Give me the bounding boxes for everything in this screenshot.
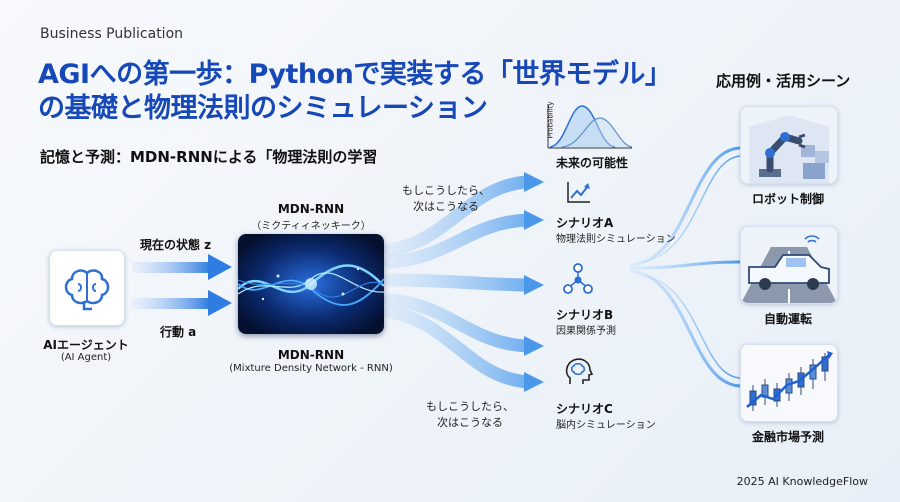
head-brain-icon — [565, 358, 594, 384]
car-icon — [741, 227, 837, 303]
future-label: 未来の可能性 — [556, 156, 629, 170]
page-title: AGIへの第一歩：Pythonで実装する「世界モデル」 の基礎と物理法則のシミュ… — [38, 58, 672, 126]
scenario-b-name: シナリオB — [556, 308, 614, 322]
state-label: 現在の状態 z — [140, 238, 212, 252]
model-bottom-name: MDN-RNN — [277, 348, 345, 362]
model-top-kana: （ミクティィネッキーク） — [251, 221, 371, 232]
usecase-connectors — [629, 146, 741, 388]
agent-en: (AI Agent) — [60, 352, 112, 363]
action-input-arrow — [132, 290, 232, 316]
title-line-2: の基礎と物理法則のシミュレーション — [38, 93, 488, 124]
scenario-a-desc: 物理法則シミュレーション — [556, 234, 676, 245]
scenario-b-desc: 因果関係予測 — [556, 326, 616, 337]
maybe-top: もしこうしたら、 次はこうなる — [402, 184, 490, 213]
distribution-curve-icon — [547, 104, 633, 149]
scenario-c-desc: 脳内シミュレーション — [556, 420, 656, 431]
action-label: 行動 a — [160, 325, 197, 339]
prediction-fan-heads — [524, 172, 544, 392]
trend-chart-icon — [567, 182, 590, 203]
probability-axis-label: Probability — [546, 101, 555, 139]
usecase-car-label: 自動運転 — [763, 312, 812, 326]
scenario-b-icon-wrap — [562, 262, 594, 294]
usecase-card-car — [740, 226, 838, 304]
probability-curve: Probability — [540, 100, 636, 152]
mdn-rnn-visual — [238, 234, 384, 334]
maybe-bottom: もしこうしたら、 次はこうなる — [426, 400, 514, 429]
model-bottom-en: (Mixture Density Network - RNN) — [229, 363, 393, 374]
usecases-title: 応用例・活用シーン — [716, 72, 851, 90]
scenario-a-name: シナリオA — [556, 216, 614, 230]
scenario-c-name: シナリオC — [556, 402, 613, 416]
usecase-card-robot — [740, 106, 838, 184]
prediction-fan — [383, 175, 535, 389]
network-nodes-icon — [563, 263, 593, 294]
usecase-card-finance — [740, 344, 838, 422]
state-input-arrow — [132, 254, 232, 280]
scenario-a-icon-wrap — [566, 180, 592, 204]
stock-chart-icon — [741, 345, 837, 421]
usecase-finance-label: 金融市場予測 — [751, 430, 824, 444]
publication-label: Business Publication — [40, 26, 184, 42]
scenario-c-icon-wrap — [562, 356, 594, 388]
footer-credit: 2025 AI KnowledgeFlow — [736, 475, 868, 488]
robot-arm-icon — [741, 107, 837, 183]
agent-card — [49, 250, 125, 326]
title-line-1: AGIへの第一歩：Pythonで実装する「世界モデル」 — [38, 59, 672, 90]
usecase-robot-label: ロボット制御 — [751, 192, 824, 206]
wave-network-icon — [238, 234, 384, 334]
page-subtitle: 記憶と予測：MDN-RNNによる「物理法則の学習 — [40, 148, 378, 166]
agent-name: AIエージェント — [43, 338, 129, 352]
model-top-name: MDN-RNN — [277, 202, 345, 216]
brain-icon — [64, 269, 110, 311]
